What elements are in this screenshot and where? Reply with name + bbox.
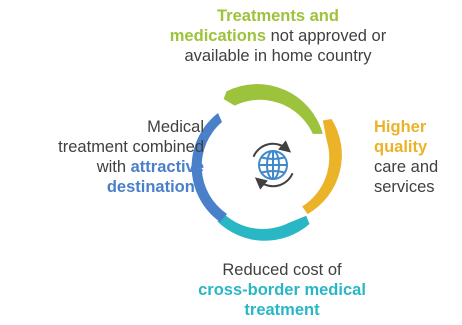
right-highlight-2: quality — [374, 138, 428, 156]
top-label: Treatments and medications not approved … — [150, 6, 406, 66]
right-label-line-1: Higher — [374, 117, 460, 137]
top-label-rest-2: not approved or — [266, 27, 387, 45]
left-label-line-2: treatment combined — [58, 138, 204, 156]
right-ring-segment — [302, 119, 342, 215]
left-highlight-3: attractive — [130, 158, 204, 176]
right-label: Higher quality care and services — [374, 117, 460, 197]
right-label-line-3: care and — [374, 158, 439, 176]
globe-icon — [258, 150, 288, 180]
bottom-label-line-1: Reduced cost of — [222, 261, 342, 279]
top-highlight-1: Treatments and — [217, 7, 339, 25]
left-label-line-4: destinations — [0, 177, 204, 197]
top-label-line-1: Treatments and — [150, 6, 406, 26]
bottom-label-line-3: treatment — [172, 300, 392, 320]
left-highlight-4: destinations — [106, 178, 204, 196]
bottom-highlight-2: cross-border medical — [198, 281, 366, 299]
top-label-line-3: available in home country — [184, 47, 372, 65]
bottom-highlight-3: treatment — [244, 301, 320, 319]
bottom-ring-segment — [217, 214, 310, 241]
bottom-label: Reduced cost of cross-border medical tre… — [172, 260, 392, 320]
left-label-prefix-3: with — [96, 158, 131, 176]
right-label-line-4: services — [374, 178, 435, 196]
top-label-line-2: medications not approved or — [150, 26, 406, 46]
left-label-line-3: with attractive — [0, 157, 204, 177]
top-ring-segment — [223, 84, 323, 134]
bottom-label-line-2: cross-border medical — [172, 280, 392, 300]
circular-arrows-icon — [252, 140, 294, 190]
left-label-line-1: Medical — [147, 118, 204, 136]
top-highlight-2: medications — [169, 27, 267, 45]
right-label-line-2: quality — [374, 137, 460, 157]
right-highlight-1: Higher — [374, 118, 427, 136]
left-ring-segment — [191, 113, 227, 222]
left-label: Medical treatment combined with attracti… — [0, 117, 204, 197]
